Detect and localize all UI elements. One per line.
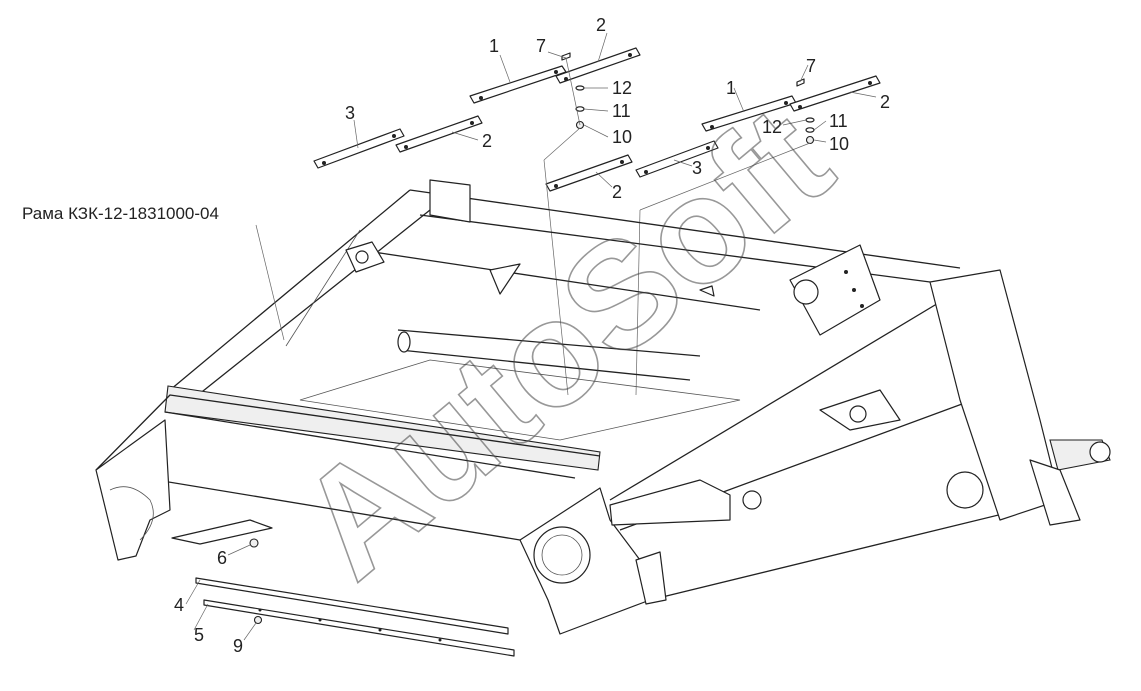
callout-12-right: 12 (762, 117, 782, 137)
callout-12-left: 12 (612, 78, 632, 98)
callout-2-top-right: 2 (880, 92, 890, 112)
callout-1-right: 1 (726, 78, 736, 98)
leader-fastener-left (543, 127, 581, 161)
nut-part-9 (253, 615, 263, 625)
callout-5: 5 (194, 625, 204, 645)
strip-part-2-left (395, 115, 483, 153)
callout-4: 4 (174, 595, 184, 615)
callout-7-right: 7 (806, 56, 816, 76)
callout-11-left: 11 (612, 101, 631, 121)
callout-11-right: 11 (829, 111, 848, 131)
callout-leaders (185, 32, 877, 641)
frame-body (95, 179, 1111, 635)
callout-numbers: 1 7 2 12 11 10 3 2 1 7 2 12 11 10 3 2 6 … (174, 15, 890, 656)
callout-9: 9 (233, 636, 243, 656)
callout-1-left: 1 (489, 36, 499, 56)
leader-fastener-right-down (635, 209, 641, 396)
callout-2-left: 2 (482, 131, 492, 151)
callout-6: 6 (217, 548, 227, 568)
callout-3-middle: 3 (692, 158, 702, 178)
front-guide-plate (171, 519, 273, 545)
lower-strip-part-4 (195, 577, 509, 635)
leader-fastener-left-down (543, 159, 569, 396)
strip-part-2-top-right (789, 75, 881, 112)
strip-part-2-top-left (555, 47, 641, 84)
callout-2-middle: 2 (612, 182, 622, 202)
callout-3-left: 3 (345, 103, 355, 123)
frame-title-label: Рама КЗК-12-1831000-04 (22, 204, 219, 223)
lower-strip-part-5 (203, 599, 515, 657)
strip-part-3-middle (635, 140, 719, 178)
fasteners-left-stack (561, 52, 585, 130)
callout-2-top-left: 2 (596, 15, 606, 35)
strip-part-2-middle (545, 154, 633, 192)
callout-7-left: 7 (536, 36, 546, 56)
strip-part-3-left (313, 128, 405, 169)
leader-fastener-right (639, 142, 811, 211)
bolt-part-6 (249, 538, 259, 548)
callout-10-right: 10 (829, 134, 849, 154)
strip-part-1-left (469, 65, 567, 104)
callout-10-left: 10 (612, 127, 632, 147)
